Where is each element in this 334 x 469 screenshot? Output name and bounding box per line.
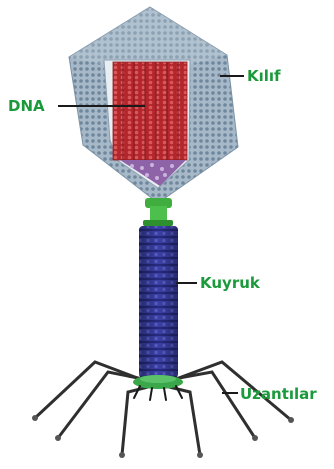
tail	[139, 226, 178, 378]
label-dna: DNA	[8, 97, 45, 115]
label-kilif: Kılıf	[247, 67, 281, 85]
label-kuyruk: Kuyruk	[200, 274, 260, 292]
label-uzantilar: Uzantılar	[240, 385, 317, 403]
collar	[143, 198, 173, 226]
dna-coil	[113, 62, 187, 160]
